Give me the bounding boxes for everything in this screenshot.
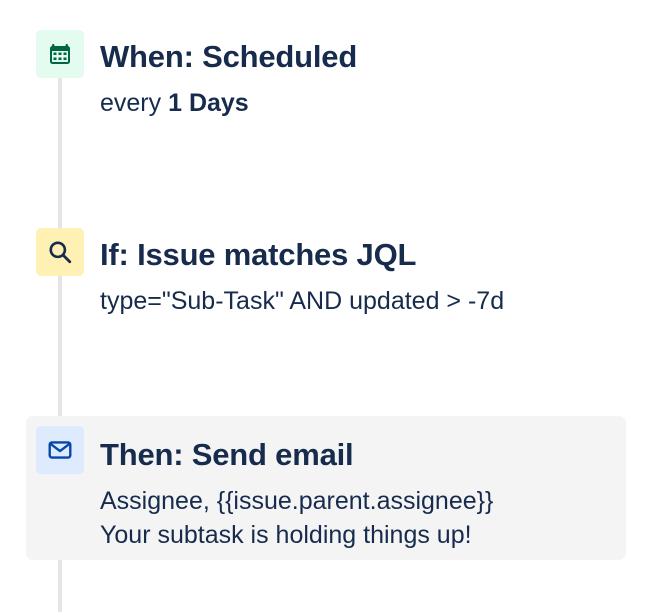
action-desc-line1: Assignee, {{issue.parent.assignee}} [100, 487, 494, 515]
mail-icon [48, 441, 72, 459]
trigger-component[interactable]: When: Scheduled every 1 Days [26, 24, 626, 134]
condition-title: If: Issue matches JQL [100, 237, 417, 272]
action-icon-box [36, 426, 84, 474]
condition-description: type="Sub-Task" AND updated > -7d [100, 287, 505, 315]
action-component[interactable]: Then: Send email Assignee, {{issue.paren… [26, 416, 626, 560]
trigger-icon-box [36, 30, 84, 78]
action-title: Then: Send email [100, 437, 354, 472]
search-icon [49, 241, 72, 264]
timeline-connector [58, 56, 62, 612]
action-description: Assignee, {{issue.parent.assignee}} Your … [100, 484, 493, 552]
trigger-desc-value: 1 Days [168, 89, 249, 117]
calendar-icon [50, 44, 70, 64]
trigger-title: When: Scheduled [100, 39, 358, 74]
trigger-desc-prefix: every [100, 89, 162, 117]
trigger-description: every 1 Days [100, 86, 249, 120]
condition-component[interactable]: If: Issue matches JQL type="Sub-Task" AN… [26, 222, 626, 332]
condition-icon-box [36, 228, 84, 276]
action-desc-line2: Your subtask is holding things up! [100, 521, 472, 549]
